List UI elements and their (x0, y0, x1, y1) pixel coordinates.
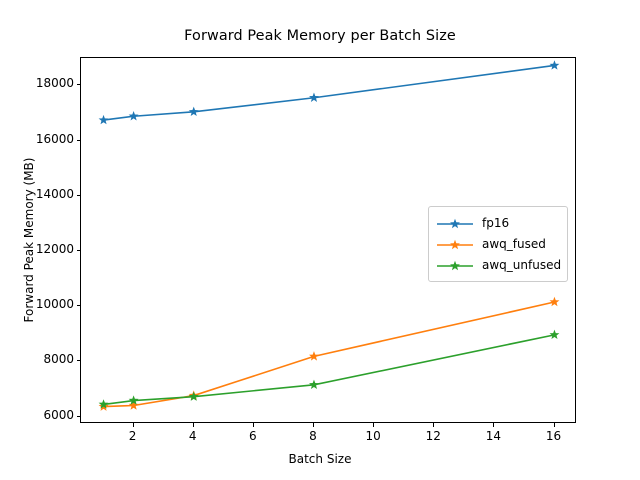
series-line (102, 301, 556, 408)
y-tick-mark (76, 360, 80, 362)
x-tick-label: 8 (309, 429, 317, 443)
series-awq_unfused (98, 329, 560, 409)
legend-label: fp16 (482, 215, 510, 230)
series-fp16 (98, 60, 560, 125)
series-awq_fused (98, 296, 560, 411)
x-tick-mark (433, 423, 435, 427)
x-tick-label: 2 (128, 429, 137, 443)
data-point-marker (128, 400, 139, 410)
chart-legend: fp16 awq_fused awq_unfused (428, 206, 568, 282)
x-tick-mark (493, 423, 495, 427)
x-tick-label: 14 (485, 429, 501, 443)
data-point-marker (309, 92, 319, 102)
y-tick-label: 8000 (43, 352, 74, 367)
legend-item[interactable]: fp16 (436, 212, 560, 233)
x-tick-label: 4 (188, 429, 197, 443)
x-tick-mark (373, 423, 375, 427)
y-tick-mark (76, 139, 80, 141)
x-tick-label: 6 (249, 429, 257, 443)
y-axis-label: Forward Peak Memory (MB) (22, 157, 36, 323)
data-point-marker (128, 395, 139, 405)
y-tick-label: 6000 (43, 407, 74, 422)
legend-swatch-awq-unfused (436, 258, 474, 272)
data-point-marker (188, 391, 199, 401)
x-axis-label: Batch Size (288, 452, 352, 466)
data-point-marker (98, 399, 109, 409)
data-point-marker (549, 296, 560, 307)
x-tick-label: 10 (365, 429, 381, 443)
plot-canvas (98, 60, 560, 411)
legend-item[interactable]: awq_fused (436, 233, 560, 254)
y-tick-mark (76, 249, 80, 251)
y-tick-mark (76, 194, 80, 196)
data-point-marker (98, 114, 109, 125)
data-point-marker (128, 111, 139, 121)
data-point-marker (309, 379, 319, 390)
y-tick-mark (76, 415, 80, 417)
x-tick-label: 16 (545, 429, 562, 443)
data-point-marker (549, 60, 560, 70)
data-point-marker (188, 106, 199, 117)
legend-label: awq_unfused (482, 257, 562, 272)
x-tick-mark (553, 423, 555, 427)
data-point-marker (549, 329, 560, 340)
y-tick-label: 10000 (35, 297, 74, 312)
series-line (102, 334, 556, 406)
y-tick-mark (76, 305, 80, 307)
y-tick-label: 18000 (35, 76, 74, 91)
x-tick-label: 12 (425, 429, 441, 443)
y-tick-label: 12000 (35, 241, 74, 256)
x-tick-mark (132, 423, 134, 427)
y-tick-label: 16000 (35, 131, 74, 146)
legend-label: awq_fused (482, 236, 546, 251)
x-tick-mark (252, 423, 254, 427)
y-tick-label: 14000 (35, 186, 74, 201)
y-tick-mark (76, 84, 80, 86)
x-tick-mark (313, 423, 315, 427)
data-point-marker (309, 351, 319, 361)
series-line (102, 64, 556, 121)
x-tick-mark (192, 423, 194, 427)
legend-item[interactable]: awq_unfused (436, 254, 562, 275)
legend-swatch-fp16 (436, 216, 474, 230)
legend-swatch-awq-fused (436, 237, 474, 251)
chart-title: Forward Peak Memory per Batch Size (184, 28, 456, 44)
